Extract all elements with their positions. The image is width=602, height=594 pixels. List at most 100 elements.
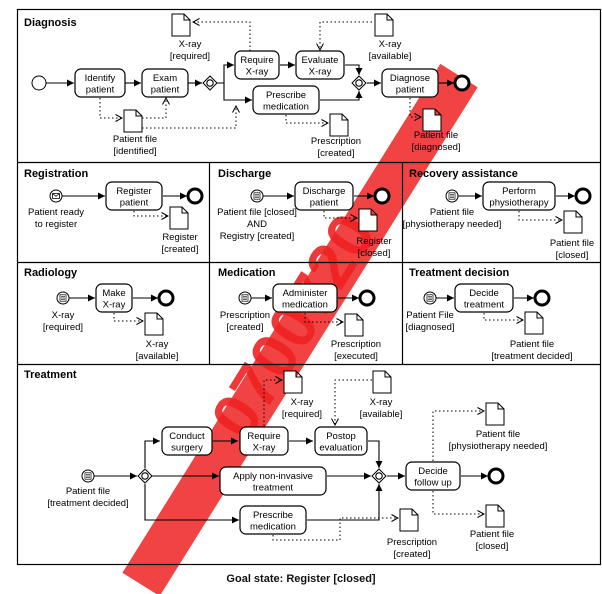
data-object-label: Patient file xyxy=(510,339,554,350)
panel-title-discharge: Discharge xyxy=(218,168,271,180)
panel-title-radiology: Radiology xyxy=(24,267,78,279)
task-label: medication xyxy=(250,521,296,532)
data-object-label: [closed] xyxy=(358,248,391,259)
data-object-label: [physiotherapy needed] xyxy=(449,441,548,452)
task-label: patient xyxy=(396,84,425,95)
task-label: medication xyxy=(263,101,309,112)
start-label-treatment: Patient file[treatment decided] xyxy=(47,486,128,509)
end-event xyxy=(453,74,471,92)
start-label-medication: Prescription[created] xyxy=(220,310,270,333)
task-label: Postop xyxy=(326,431,356,442)
data-object-label: Patient file xyxy=(470,529,514,540)
data-object-t_pf_physio_needed: Patient file[physiotherapy needed] xyxy=(449,402,548,452)
data-object-label: [identified] xyxy=(113,146,156,157)
end-event xyxy=(373,187,391,205)
data-object-label: [closed] xyxy=(476,541,509,552)
data-object-label: X-ray xyxy=(379,39,402,50)
task-label: Identify xyxy=(85,73,116,84)
start-label-medication-line: [created] xyxy=(227,322,264,333)
data-association xyxy=(133,211,168,216)
data-object-label: Prescription xyxy=(331,339,381,350)
task-label: Require xyxy=(240,55,273,66)
data-association xyxy=(99,98,122,118)
data-association xyxy=(285,115,328,123)
sequence-flow xyxy=(345,64,363,75)
start-label-discharge-line: Registry [created] xyxy=(220,231,294,242)
task-label: Administer xyxy=(283,288,328,299)
task-label: Discharge xyxy=(303,186,346,197)
start-label-recovery: Patient file[physiotherapy needed] xyxy=(403,207,502,230)
start-event xyxy=(31,75,47,91)
start-label-radiology: X-ray[required] xyxy=(43,310,83,333)
start-label-treatment-line: [treatment decided] xyxy=(47,498,128,509)
conditional-start-event xyxy=(81,469,95,483)
start-label-treatment-decision: Patient File[diagnosed] xyxy=(405,310,454,333)
data-object-d_patient_file_diagnosed: Patient file[diagnosed] xyxy=(411,108,461,153)
inclusive-gateway xyxy=(202,75,218,91)
conditional-start-event xyxy=(445,189,459,203)
task-label: X-ray xyxy=(246,66,269,77)
data-object-label: [available] xyxy=(360,409,403,420)
sequence-flow xyxy=(144,437,160,468)
data-object-label: Register xyxy=(356,236,391,247)
task-label: Evaluate xyxy=(302,55,339,66)
task-label: X-ray xyxy=(103,299,126,310)
start-label-medication-line: Prescription xyxy=(220,310,270,321)
data-object-label: [required] xyxy=(170,51,210,62)
data-association xyxy=(142,98,166,119)
task-label: Register xyxy=(116,186,151,197)
data-object-label: [created] xyxy=(162,244,199,255)
data-object-t_patient_file_closed: Patient file[closed] xyxy=(470,504,514,552)
end-event xyxy=(186,187,204,205)
start-label-discharge-line: AND xyxy=(247,219,267,230)
panel-title-registration: Registration xyxy=(24,168,88,180)
panel-title-diagnosis: Diagnosis xyxy=(24,17,77,29)
sequence-flow xyxy=(144,484,239,524)
data-association xyxy=(193,22,251,51)
task-label: Require xyxy=(247,431,280,442)
start-label-treatment-decision-line: [diagnosed] xyxy=(405,322,454,333)
start-label-treatment-line: Patient file xyxy=(66,486,110,497)
data-object-label: [available] xyxy=(369,51,412,62)
sequence-flow xyxy=(307,484,383,521)
data-object-label: X-ray xyxy=(291,397,314,408)
data-object-d_prescription_created: Prescription[created] xyxy=(311,113,361,159)
end-event xyxy=(487,467,505,485)
data-association xyxy=(432,411,484,461)
data-object-t_prescription_created: Prescription[created] xyxy=(387,508,437,560)
data-object-label: [diagnosed] xyxy=(411,142,460,153)
task-label: patient xyxy=(310,197,339,208)
inclusive-gateway xyxy=(137,468,153,484)
start-label-radiology-line: X-ray xyxy=(52,310,75,321)
task-label: X-ray xyxy=(253,442,276,453)
data-object-label: X-ray xyxy=(179,39,202,50)
task-label: Make xyxy=(102,288,125,299)
task-label: Diagnose xyxy=(390,73,430,84)
start-label-registration-line: Patient ready xyxy=(28,207,84,218)
data-object-rd_xray_available: X-ray[available] xyxy=(136,312,178,362)
task-label: follow up xyxy=(414,477,452,488)
start-label-recovery-line: Patient file xyxy=(430,207,474,218)
data-association xyxy=(432,491,484,514)
data-object-d_xray_available: X-ray[available] xyxy=(369,13,412,62)
data-association xyxy=(483,313,523,320)
